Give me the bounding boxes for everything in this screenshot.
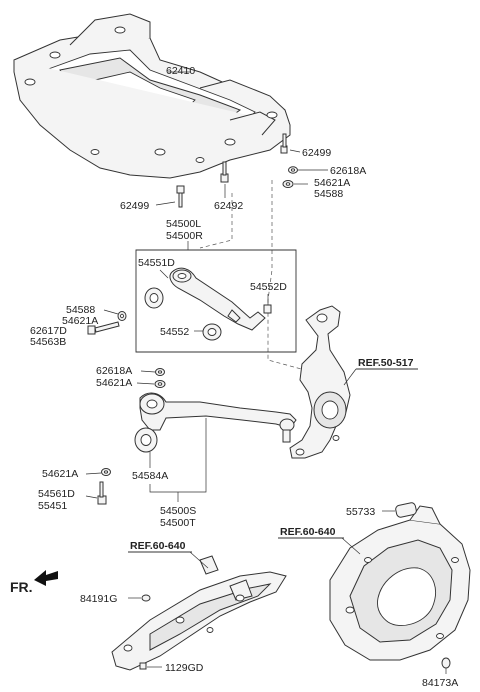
- label-84173a: 84173A: [422, 677, 458, 689]
- bushing-54551d-icon: [144, 287, 164, 309]
- label-54588-top: 54588: [314, 188, 343, 200]
- label-62617d: 62617D: [30, 325, 67, 337]
- label-54551d: 54551D: [138, 257, 175, 269]
- label-54621a-mid: 54621A: [96, 377, 132, 389]
- label-54500t: 54500T: [160, 517, 196, 529]
- label-54500r: 54500R: [166, 230, 203, 242]
- bushing-54584a-icon: [134, 427, 158, 453]
- washer-62618a-mid-icon: [155, 368, 165, 376]
- label-54588-left: 54588: [66, 304, 95, 316]
- washer-62618a-top-icon: [288, 166, 298, 174]
- plug-84191g-icon: [141, 594, 151, 602]
- label-54500l: 54500L: [166, 218, 201, 230]
- bushing-54552-icon: [202, 323, 222, 341]
- label-62618a-mid: 62618A: [96, 365, 132, 377]
- steering-knuckle: [289, 305, 351, 459]
- label-84191g: 84191G: [80, 593, 117, 605]
- ref-50-517: REF.50-517: [358, 357, 414, 369]
- label-54621a-top: 54621A: [314, 177, 350, 189]
- washer-54621a-low-icon: [101, 468, 111, 476]
- label-54500s: 54500S: [160, 505, 196, 517]
- label-55733: 55733: [346, 506, 375, 518]
- label-55451: 55451: [38, 500, 67, 512]
- floor-side-rail: [111, 555, 287, 671]
- label-54563b: 54563B: [30, 336, 66, 348]
- subframe-crossmember: [13, 13, 291, 179]
- label-54552: 54552: [160, 326, 189, 338]
- washer-54588-left-icon: [117, 311, 127, 321]
- label-fr: FR.: [10, 579, 33, 595]
- ref-60-640-left: REF.60-640: [130, 540, 186, 552]
- bolt-62617d-icon: [87, 321, 120, 335]
- label-62410: 62410: [166, 65, 195, 77]
- nut-54588-top-icon: [282, 180, 294, 188]
- label-62499-right: 62499: [302, 147, 331, 159]
- label-62499-left: 62499: [120, 200, 149, 212]
- label-54584a: 54584A: [132, 470, 168, 482]
- bolt-62492-icon: [220, 161, 229, 183]
- bushing-54552d-icon: [263, 304, 272, 314]
- bolt-62499-left-icon: [176, 185, 185, 208]
- label-62618a-top: 62618A: [330, 165, 366, 177]
- front-arrow-icon: [34, 570, 58, 586]
- cover-55733-icon: [395, 502, 417, 518]
- label-54621a-left: 54621A: [62, 315, 98, 327]
- label-54621a-low: 54621A: [42, 468, 78, 480]
- label-1129gd: 1129GD: [165, 662, 204, 674]
- bolt-62499-right-icon: [280, 133, 288, 154]
- label-62492: 62492: [214, 200, 243, 212]
- label-54561d: 54561D: [38, 488, 75, 500]
- plug-84173a-icon: [441, 657, 451, 669]
- front-wheel-house-panel: [329, 505, 471, 661]
- washer-54621a-mid-icon: [154, 380, 166, 388]
- bolt-1129gd-icon: [139, 662, 147, 670]
- label-54552d: 54552D: [250, 281, 287, 293]
- ref-60-640-right: REF.60-640: [280, 526, 336, 538]
- upper-control-arm: [169, 267, 266, 331]
- lower-control-arm: [139, 392, 297, 443]
- bolt-54561d-icon: [97, 481, 107, 505]
